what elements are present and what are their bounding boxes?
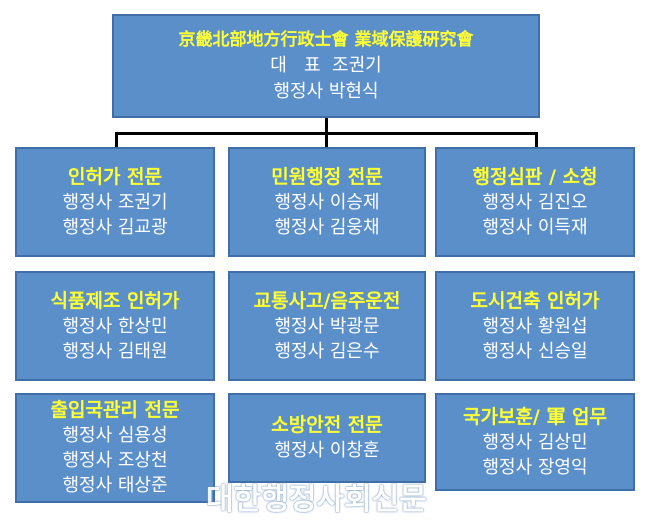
group-member: 행정사 김교광 (62, 216, 168, 238)
group-member: 행정사 신승일 (482, 340, 588, 362)
connector-right-down (535, 132, 538, 148)
group-box-immigration: 출입국관리 전문 행정사 심용성 행정사 조상천 행정사 태상준 (15, 393, 215, 503)
group-title: 국가보훈/ 軍 업무 (462, 405, 608, 428)
group-member: 행정사 김은수 (274, 340, 380, 362)
connector-center-down (325, 132, 328, 148)
group-member: 행정사 조상천 (62, 450, 168, 471)
group-member: 행정사 황원섭 (482, 315, 588, 337)
group-member: 행정사 조권기 (62, 191, 168, 213)
root-box: 京畿北部地方行政士會 業域保護硏究會 대 표 조권기 행정사 박현식 (112, 14, 540, 118)
group-box-food-manufacturing: 식품제조 인허가 행정사 한상민 행정사 김태원 (15, 271, 215, 381)
group-title: 교통사고/음주운전 (253, 289, 401, 312)
group-member: 행정사 심용성 (62, 425, 168, 446)
root-title: 京畿北部地方行政士會 業域保護硏究會 (178, 29, 474, 50)
connector-root-down (325, 118, 328, 134)
group-member: 행정사 장영익 (482, 456, 588, 478)
group-member: 행정사 김태원 (62, 340, 168, 362)
group-member: 행정사 김진오 (482, 191, 588, 213)
group-title: 출입국관리 전문 (50, 399, 180, 421)
group-box-civil-affairs: 민원행정 전문 행정사 이승제 행정사 김웅채 (228, 147, 426, 257)
group-member: 행정사 박광문 (274, 315, 380, 337)
group-box-fire-safety: 소방안전 전문 행정사 이창훈 (228, 393, 426, 483)
group-box-veterans-military: 국가보훈/ 軍 업무 행정사 김상민 행정사 장영익 (435, 393, 635, 491)
group-member: 행정사 김상민 (482, 431, 588, 453)
group-title: 행정심판 / 소청 (472, 165, 598, 188)
group-member: 행정사 한상민 (62, 315, 168, 337)
newspaper-watermark: 대한행정사회신문 (206, 482, 427, 517)
group-box-traffic-accident: 교통사고/음주운전 행정사 박광문 행정사 김은수 (228, 271, 426, 381)
group-title: 민원행정 전문 (271, 165, 383, 188)
root-representative: 대 표 조권기 (270, 54, 382, 76)
group-member: 행정사 이득재 (482, 216, 588, 238)
root-member: 행정사 박현식 (273, 80, 379, 102)
group-title: 식품제조 인허가 (50, 289, 180, 312)
group-member: 행정사 이승제 (274, 191, 380, 213)
group-box-administrative-appeal: 행정심판 / 소청 행정사 김진오 행정사 이득재 (435, 147, 635, 257)
connector-left-down (115, 132, 118, 148)
group-member: 행정사 이창훈 (274, 440, 380, 461)
group-title: 소방안전 전문 (271, 414, 383, 436)
group-title: 인허가 전문 (67, 165, 162, 188)
group-member: 행정사 태상준 (62, 475, 168, 496)
group-box-urban-construction: 도시건축 인허가 행정사 황원섭 행정사 신승일 (435, 271, 635, 381)
group-title: 도시건축 인허가 (470, 289, 600, 312)
group-box-licensing: 인허가 전문 행정사 조권기 행정사 김교광 (15, 147, 215, 257)
group-member: 행정사 김웅채 (274, 216, 380, 238)
